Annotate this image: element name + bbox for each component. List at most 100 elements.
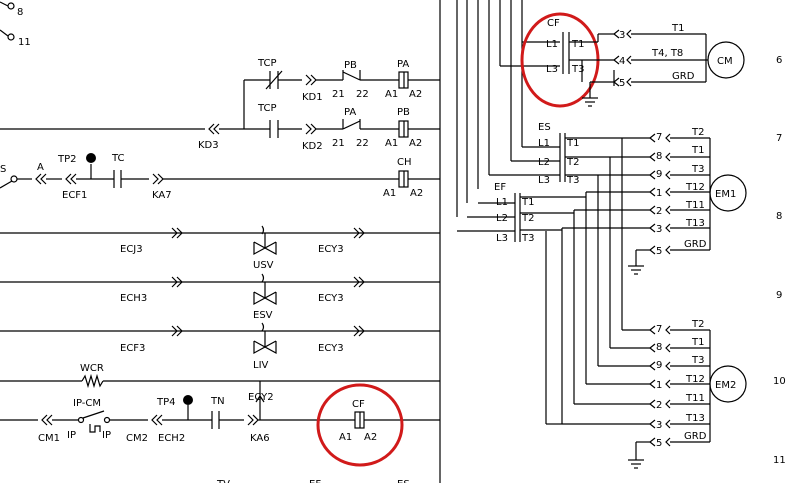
a-label: A [37, 162, 44, 173]
power-section: CF L1 L3 T1 T3 3 4 [456, 0, 747, 469]
em2-pin-5: 5 [656, 438, 662, 449]
cm1-label: CM1 [38, 433, 60, 444]
wcr-label: WCR [80, 363, 104, 374]
tv-label: TV [216, 479, 230, 483]
ip-label-2: IP [102, 430, 111, 441]
cf-contactor-label: CF [547, 18, 560, 29]
cm-motor: 3 4 5 T1 T4, T8 GRD CM [613, 23, 745, 89]
es-t2: T2 [566, 157, 579, 168]
em2-t13: T13 [685, 413, 705, 424]
ch-coil-label: CH [397, 157, 412, 168]
s-label: S [0, 164, 6, 175]
ef-contactor-label: EF [494, 182, 506, 193]
cf-contactor: CF L1 L3 T1 T3 [520, 12, 614, 108]
ecf1-label: ECF1 [62, 190, 87, 201]
usv-label: USV [253, 260, 274, 271]
cm-pin-4: 4 [619, 56, 625, 67]
ech3-label: ECH3 [120, 293, 147, 304]
em2-grd: GRD [684, 431, 707, 442]
rung-pa: TCP KD1 PB 21 22 PA A1 A2 [243, 58, 440, 129]
em1-pin-9: 9 [656, 169, 662, 180]
ecy3-liv-label: ECY3 [318, 343, 344, 354]
em2-pin-2: 2 [656, 400, 662, 411]
rung-ch: S A ECF1 TP2 TC KA7 CH A1 A2 [0, 153, 440, 201]
tcp-label: TCP [257, 58, 277, 69]
em1-pin-1: 1 [656, 188, 662, 199]
cf-t3: T3 [571, 64, 584, 75]
cm-pin-3: 3 [619, 30, 625, 41]
left-ladder: 8 11 TCP KD1 PB 21 22 PA A1 [0, 0, 441, 483]
valve-liv-icon [253, 340, 267, 355]
cm2-label: CM2 [126, 433, 148, 444]
kd1-label: KD1 [302, 92, 323, 103]
row-number-9: 9 [776, 290, 782, 301]
cf-a1: A1 [339, 432, 352, 443]
cm-motor-label: CM [717, 56, 733, 67]
ef-l1: L1 [496, 197, 508, 208]
tp2-testpoint-icon [86, 153, 96, 163]
tp4-testpoint-icon [183, 395, 193, 405]
row-number-8: 8 [776, 211, 782, 222]
ef-l3: L3 [496, 233, 508, 244]
cm-pin-5: 5 [619, 78, 625, 89]
em1-pin-8: 8 [656, 151, 662, 162]
cf-coil-highlight-circle [316, 383, 404, 467]
es-t1: T1 [566, 138, 579, 149]
es-contactor: ES L1 L2 L3 T1 T2 T3 [489, 122, 579, 186]
em2-t11: T11 [685, 393, 705, 404]
row-number-11: 11 [773, 455, 786, 466]
ecj3-label: ECJ3 [120, 244, 143, 255]
rung-cf: CM1 IP-CM IP IP CM2 ECH2 TP4 TN KA6 [0, 383, 440, 467]
cf-a2: A2 [364, 432, 377, 443]
pa-a2: A2 [409, 89, 422, 100]
em1-t2: T2 [691, 127, 704, 138]
pb-a1: A1 [385, 138, 398, 149]
ch-a2: A2 [410, 188, 423, 199]
pb-a2: A2 [409, 138, 422, 149]
em2-pin-7: 7 [656, 324, 662, 335]
es-l3: L3 [538, 175, 550, 186]
wcr-resistor-icon [81, 373, 104, 389]
ef-contactor: EF L1 L2 L3 T1 T2 T3 [457, 182, 534, 244]
row-number-10: 10 [773, 376, 786, 387]
valve-usv-icon [253, 241, 267, 256]
ka6-label: KA6 [250, 433, 270, 444]
em2-pin-3: 3 [656, 420, 662, 431]
em1-t11: T11 [685, 200, 705, 211]
ecy2-label: ECY2 [248, 392, 274, 403]
terminal-8: 8 [17, 7, 23, 18]
em1-motor-label: EM1 [715, 189, 736, 200]
ecy3-usv-label: ECY3 [318, 244, 344, 255]
em2-t12: T12 [685, 374, 705, 385]
ip-cm-label: IP-CM [73, 398, 101, 409]
pa-a1: A1 [385, 89, 398, 100]
em1-motor: 7 8 9 1 2 3 5 T2 T1 T3 T12 T11 [649, 127, 747, 257]
es-label: ES [397, 479, 410, 483]
em1-t12: T12 [685, 182, 705, 193]
em2-motor: 7 8 9 1 2 3 5 T2 T1 T3 T12 T11 [649, 319, 747, 449]
tp4-label: TP4 [156, 397, 176, 408]
ef-l2: L2 [496, 213, 508, 224]
em1-t1: T1 [691, 145, 704, 156]
es-l1: L1 [538, 138, 550, 149]
tp2-label: TP2 [57, 154, 77, 165]
liv-label: LIV [253, 360, 269, 371]
em1-t13: T13 [685, 218, 705, 229]
rung-pb: KD3 TCP KD2 PA 21 22 PB A1 A2 [0, 103, 440, 152]
bottom-partial-labels: TV EF ES [216, 479, 410, 483]
valve-esv-icon [253, 291, 267, 306]
cf-l3: L3 [546, 64, 558, 75]
em1-pin-7: 7 [656, 132, 662, 143]
ch-a1: A1 [383, 188, 396, 199]
pa-contact-22: 22 [356, 138, 369, 149]
em2-t1: T1 [691, 337, 704, 348]
em1-t3: T3 [691, 164, 704, 175]
row-number-7: 7 [776, 133, 782, 144]
ech2-label: ECH2 [158, 433, 185, 444]
ip-label-1: IP [67, 430, 76, 441]
em2-t2: T2 [691, 319, 704, 330]
em1-pin-3: 3 [656, 224, 662, 235]
em2-pin-1: 1 [656, 380, 662, 391]
tn-label: TN [210, 396, 225, 407]
